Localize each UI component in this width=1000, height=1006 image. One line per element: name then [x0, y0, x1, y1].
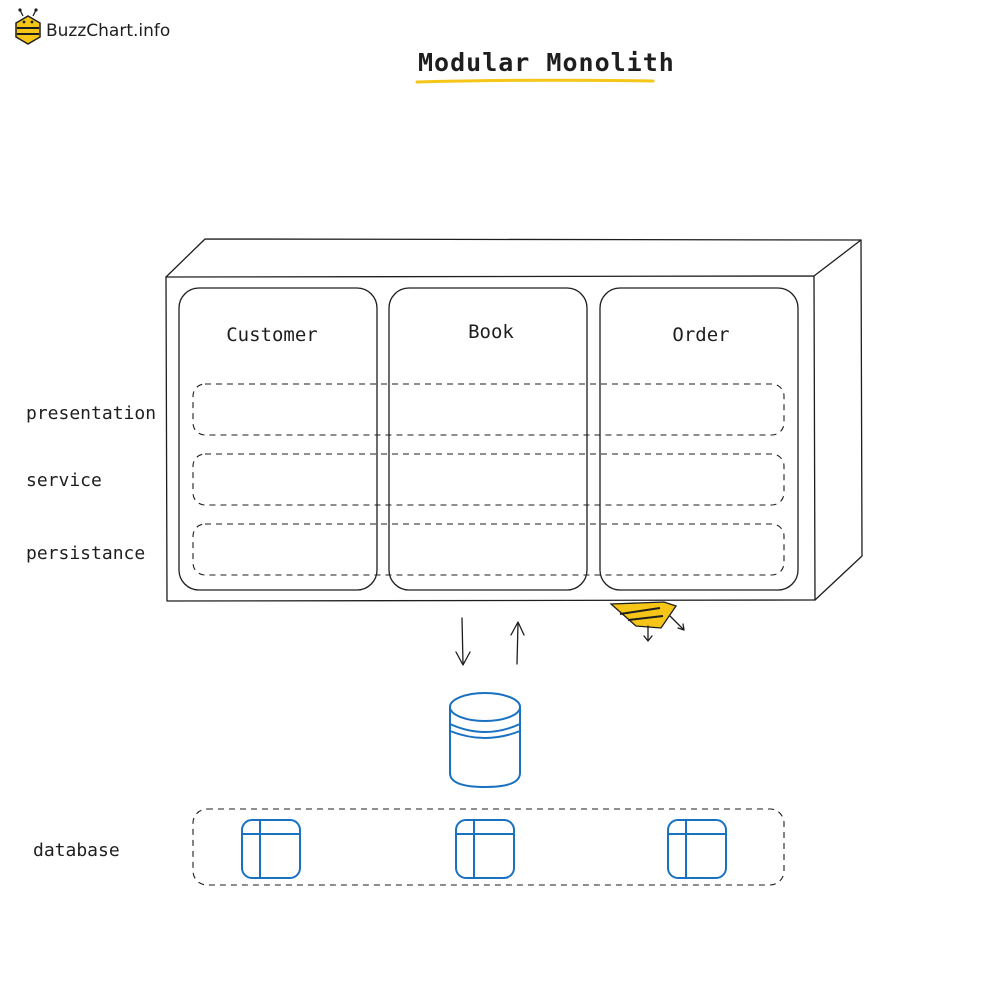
- table-icon: [241, 819, 301, 879]
- module-panels: Customer Book Order: [178, 287, 799, 591]
- module-label-customer: Customer: [226, 324, 318, 346]
- brand-logo: BuzzChart.info: [15, 8, 170, 45]
- diagram-title-group: Modular Monolith: [415, 48, 675, 84]
- layer-label-presentation: presentation: [26, 403, 156, 424]
- layer-band-persistance: [192, 523, 785, 576]
- database-band: [192, 808, 785, 886]
- database-cylinder-icon: [449, 692, 521, 788]
- layer-label-service: service: [26, 470, 102, 491]
- brand-name: BuzzChart.info: [46, 21, 170, 41]
- module-panel-book: [388, 287, 588, 591]
- module-label-book: Book: [468, 321, 514, 343]
- layer-labels: presentation service persistance: [26, 403, 156, 564]
- table-icon: [667, 819, 727, 879]
- layer-band-presentation: [192, 383, 785, 436]
- arrow-up-icon: [510, 621, 525, 665]
- arrow-down-icon: [455, 617, 471, 666]
- database-container: database: [33, 808, 785, 886]
- layer-bands: [192, 383, 785, 576]
- title-underline: [415, 78, 655, 84]
- layer-label-persistance: persistance: [26, 543, 145, 564]
- table-icon: [455, 819, 515, 879]
- monolith-side-face: [814, 239, 863, 601]
- module-label-order: Order: [672, 324, 729, 346]
- module-panel-customer: [178, 287, 378, 591]
- layer-band-service: [192, 453, 785, 506]
- monolith-top-face: [165, 238, 862, 278]
- connection-arrows: [455, 617, 525, 666]
- monolith-box: [165, 238, 863, 602]
- diagram-title: Modular Monolith: [418, 48, 675, 77]
- database-tables: [241, 819, 727, 879]
- database-label: database: [33, 840, 120, 861]
- bee-icon: [15, 8, 41, 45]
- bee-mascot-icon: [609, 601, 685, 642]
- module-panel-order: [599, 287, 799, 591]
